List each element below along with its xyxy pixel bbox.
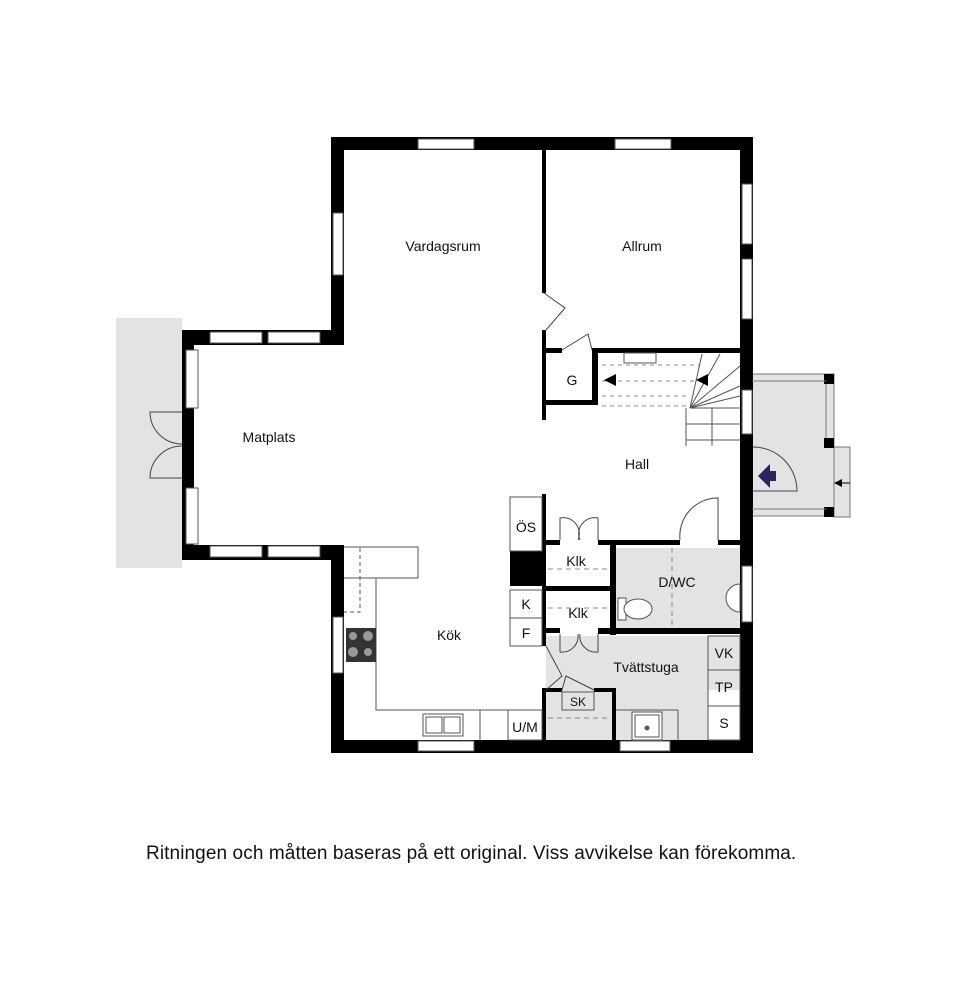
fixture-label-s: S xyxy=(719,715,729,731)
laundry-sink-icon xyxy=(631,711,663,741)
room-label-klk-2: Klk xyxy=(568,605,588,621)
room-label-tvattstuga: Tvättstuga xyxy=(613,659,679,675)
entrance-arrow-icon xyxy=(758,464,776,488)
room-label-allrum: Allrum xyxy=(622,238,662,254)
fixture-label-vk: VK xyxy=(714,645,734,661)
disclaimer-caption: Ritningen och måtten baseras på ett orig… xyxy=(146,843,797,864)
room-label-dwc: D/WC xyxy=(658,574,696,590)
fixture-label-sk: SK xyxy=(569,695,587,709)
room-label-g: G xyxy=(566,372,578,388)
entrance-porch xyxy=(751,373,835,517)
step-arrow-icon xyxy=(834,479,842,487)
room-label-klk-1: Klk xyxy=(566,553,586,569)
windows xyxy=(185,138,753,752)
room-label-matplats: Matplats xyxy=(242,429,296,445)
stair-arrow-left xyxy=(604,374,616,386)
west-terrace xyxy=(116,318,182,568)
toilet-icon xyxy=(617,597,653,621)
room-label-kok: Kök xyxy=(436,627,462,643)
room-label-vardagsrum: Vardagsrum xyxy=(405,238,481,254)
stair-arrow-right xyxy=(696,374,708,386)
room-label-hall: Hall xyxy=(624,456,650,472)
fixture-label-os: ÖS xyxy=(515,519,537,535)
stove-icon xyxy=(346,628,376,662)
washbasin-icon xyxy=(725,583,741,613)
fixture-label-k: K xyxy=(521,596,531,612)
fixture-label-um: U/M xyxy=(512,719,538,735)
fixture-label-f: F xyxy=(521,625,531,641)
fixture-label-tp: TP xyxy=(715,679,733,695)
kitchen-sink-icon xyxy=(422,713,464,737)
